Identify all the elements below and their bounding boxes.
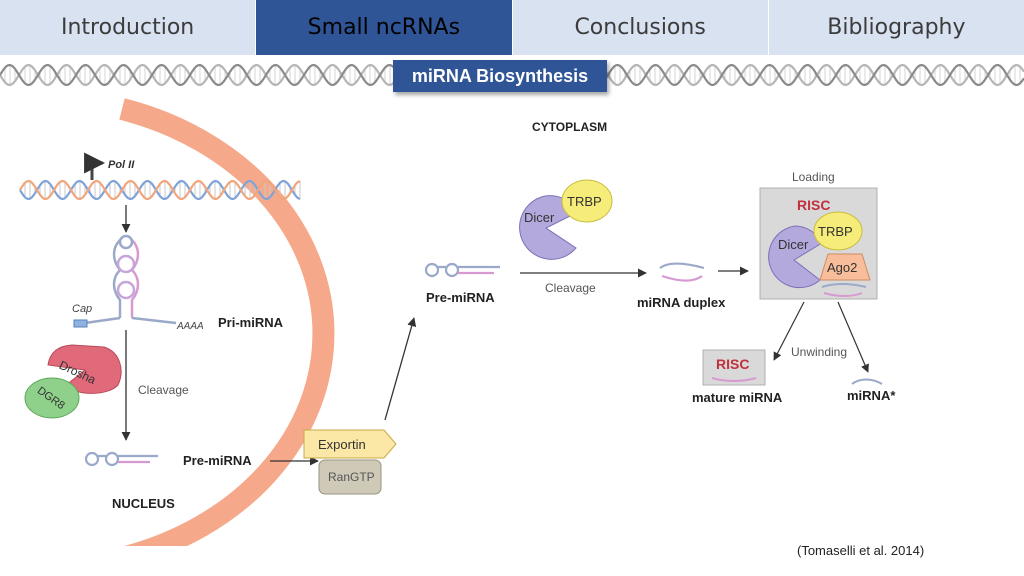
- tab-bibliography[interactable]: Bibliography: [767, 0, 1024, 55]
- ago2-shape: [819, 253, 871, 281]
- arrow-to-mature: [773, 301, 805, 361]
- mirna-star-strand: [851, 378, 883, 385]
- unwinding-label: Unwinding: [791, 345, 847, 359]
- cleavage-label-nucleus: Cleavage: [138, 383, 189, 397]
- nucleus-label: NUCLEUS: [112, 496, 175, 511]
- cap-label: Cap: [72, 303, 92, 315]
- trbp-label: TRBP: [567, 194, 602, 209]
- dicer-risc-label: Dicer: [778, 237, 809, 252]
- ago2-label: Ago2: [827, 260, 857, 275]
- mature-mirna-label: mature miRNA: [692, 390, 783, 405]
- loading-label: Loading: [792, 170, 835, 184]
- tab-introduction[interactable]: Introduction: [0, 0, 256, 55]
- mature-mirna-strand: [711, 377, 757, 382]
- tab-conclusions[interactable]: Conclusions: [511, 0, 768, 55]
- arrow-to-star: [837, 301, 869, 373]
- citation: (Tomaselli et al. 2014): [797, 543, 925, 558]
- pri-mirna-label: Pri-miRNA: [218, 315, 284, 330]
- tab-small-ncrnas[interactable]: Small ncRNAs: [255, 0, 512, 55]
- pre-mirna-cyto-shape: [424, 262, 500, 278]
- trbp-shape: [561, 179, 613, 223]
- trbp-risc-shape: [813, 211, 863, 251]
- trbp-risc-label: TRBP: [818, 224, 853, 239]
- top-nav: Introduction Small ncRNAs Conclusions Bi…: [0, 0, 1024, 55]
- cleavage-label-cyto: Cleavage: [545, 281, 596, 295]
- dgr8-shape: [24, 377, 80, 419]
- exportin-shape: [303, 429, 397, 459]
- rangtp-label: RanGTP: [328, 470, 375, 484]
- pol2-arrow: [84, 152, 106, 180]
- arrow-export: [384, 317, 417, 421]
- risc-label: RISC: [797, 197, 830, 213]
- helix-strand: [19, 179, 301, 201]
- mirna-duplex-label: miRNA duplex: [637, 295, 726, 310]
- drosha-shape: [47, 344, 122, 394]
- mirna-duplex-shape: [659, 262, 705, 282]
- dicer-label: Dicer: [524, 210, 555, 225]
- cytoplasm-label: CYTOPLASM: [532, 120, 607, 134]
- pre-mirna-cyto-label: Pre-miRNA: [426, 290, 495, 305]
- mirna-biosynthesis-diagram: CYTOPLASM NUCLEUS Pol II Cap AAAA Pri-mi…: [19, 98, 896, 546]
- pre-mirna-nucleus-label: Pre-miRNA: [183, 453, 252, 468]
- risc-mature-label: RISC: [716, 356, 749, 372]
- exportin-label: Exportin: [318, 437, 366, 452]
- pol2-label: Pol II: [108, 159, 135, 171]
- helix-strand: [19, 179, 301, 201]
- nuclear-membrane: [119, 98, 335, 546]
- polya-label: AAAA: [176, 321, 204, 332]
- pri-mirna-hairpin: [84, 234, 177, 325]
- risc-bound-duplex: [821, 283, 867, 297]
- genomic-dna: [19, 179, 301, 201]
- pre-mirna-nucleus-shape: [84, 451, 158, 467]
- mirna-star-label: miRNA*: [847, 388, 896, 403]
- section-subtitle: miRNA Biosynthesis: [393, 60, 607, 92]
- cap-box: [73, 319, 88, 328]
- rangtp-shape: [318, 459, 382, 495]
